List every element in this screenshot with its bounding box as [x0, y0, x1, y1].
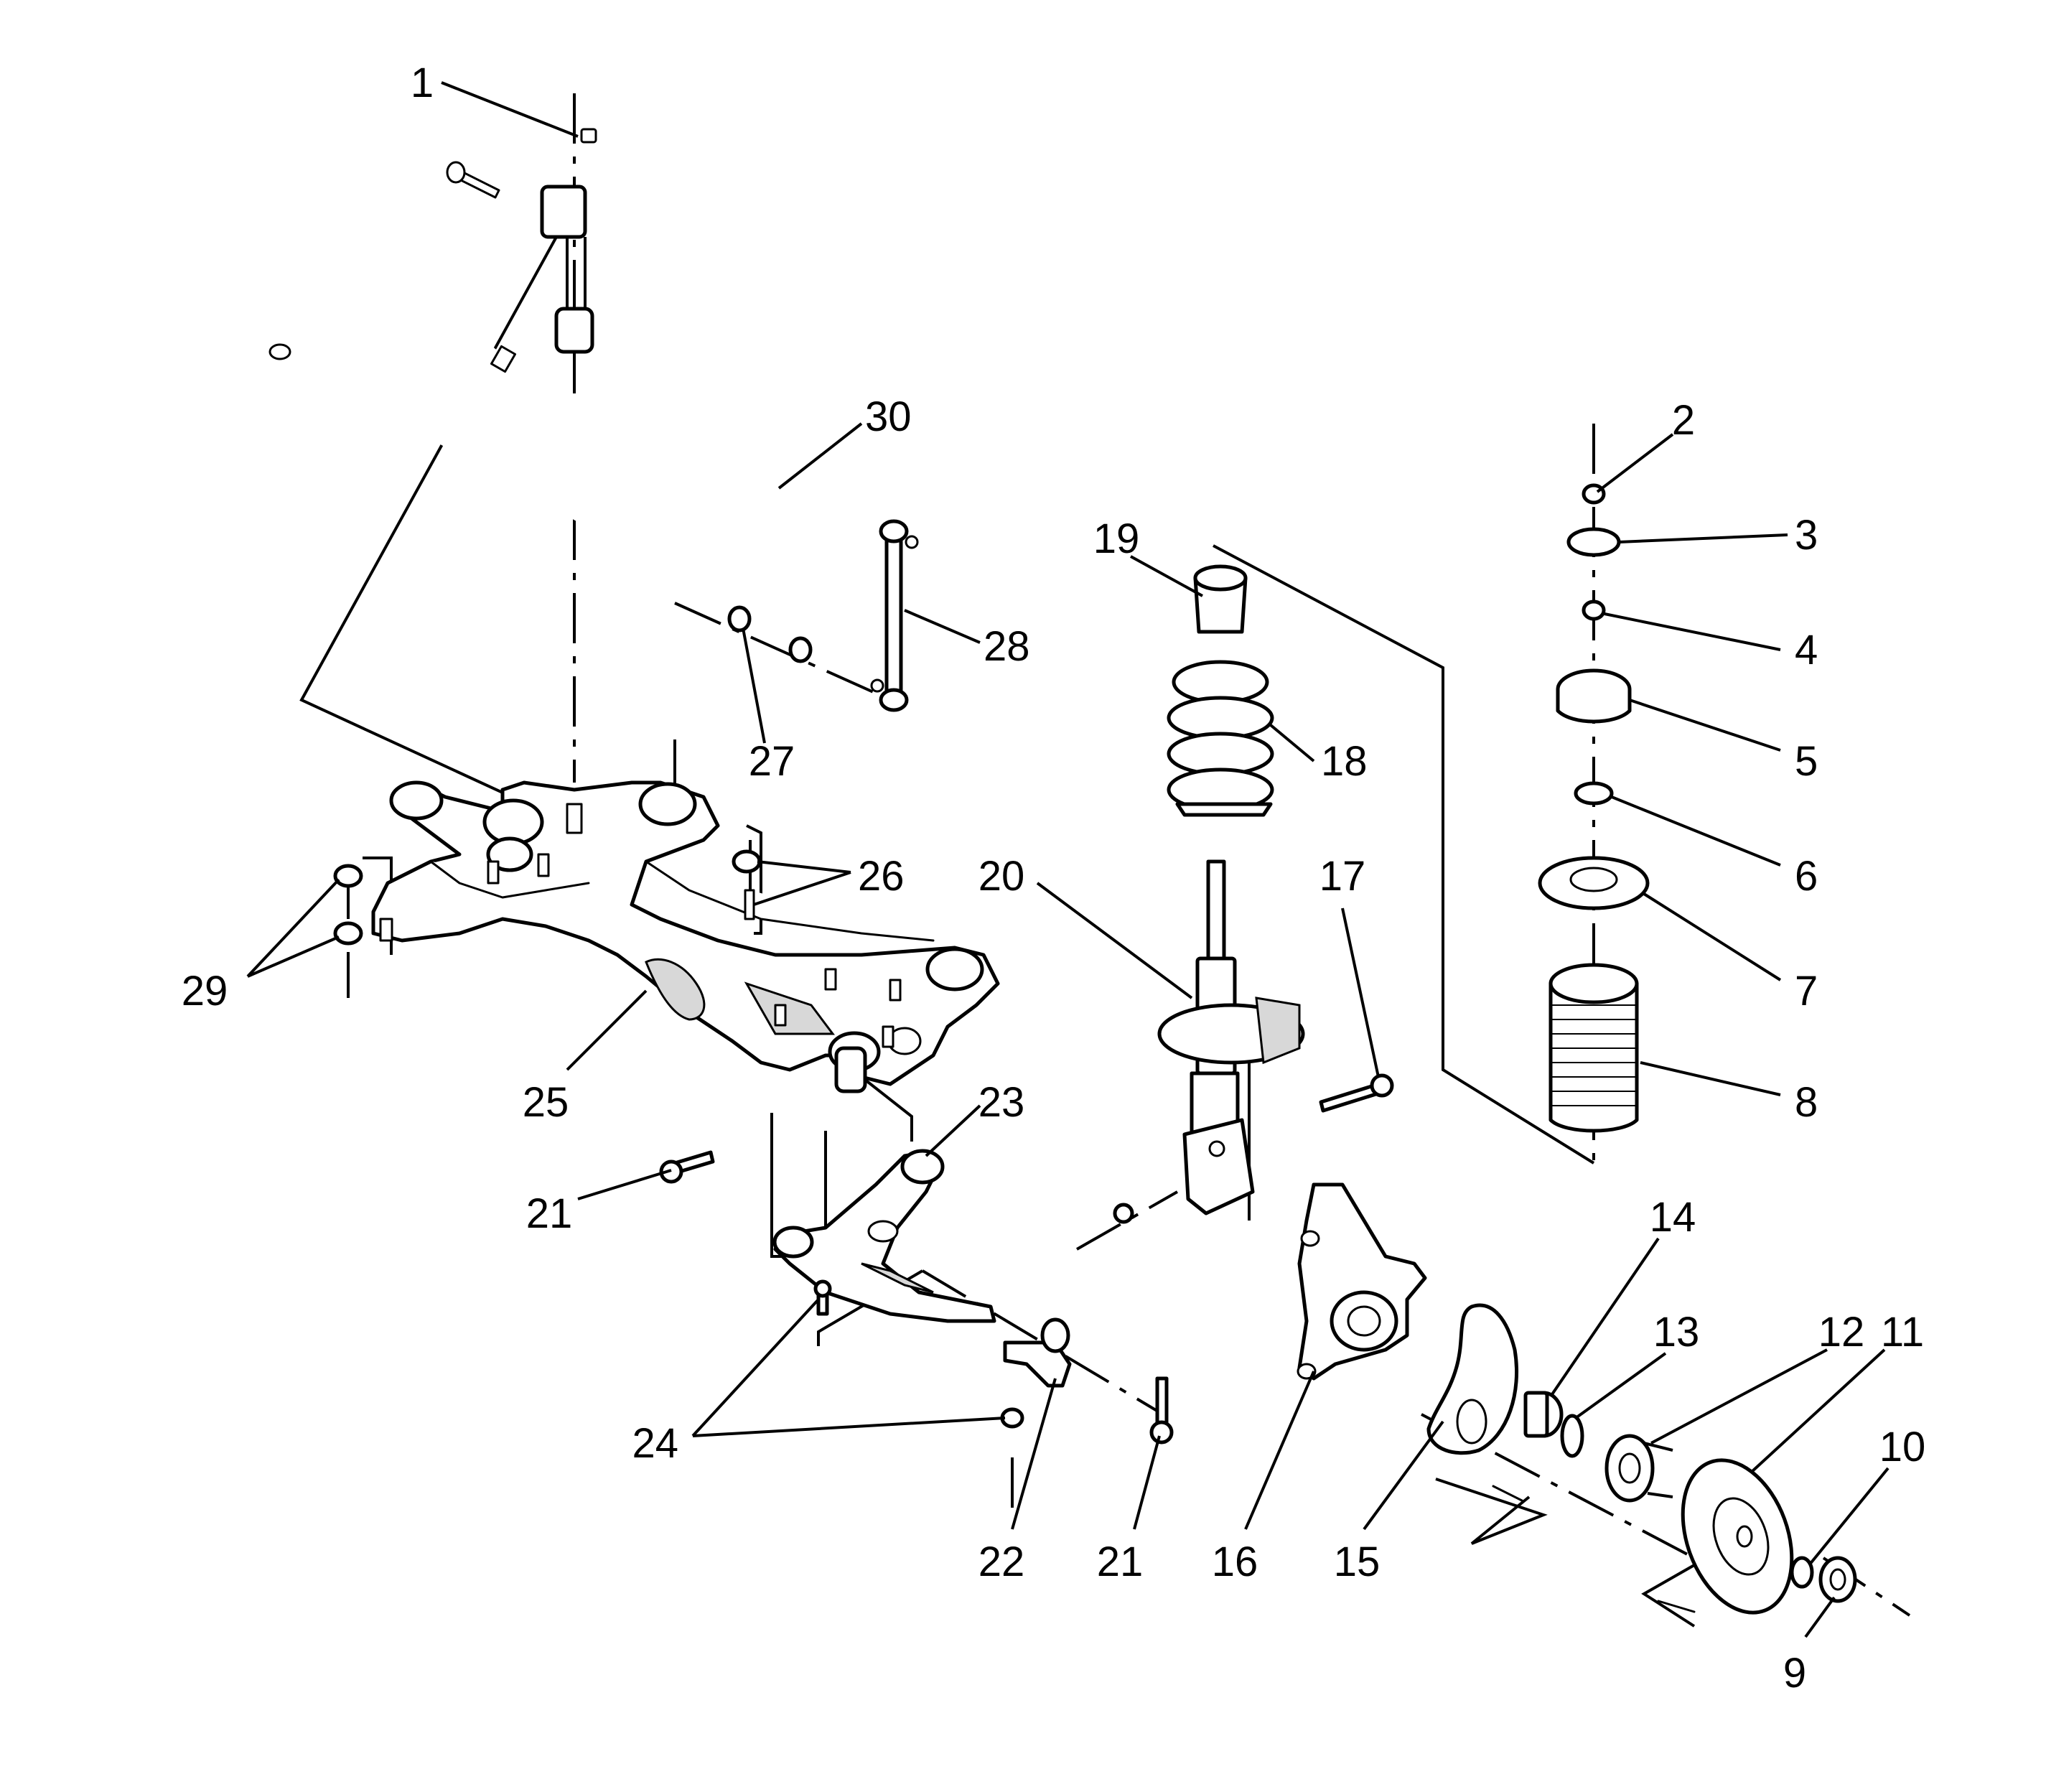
callout-2: 2	[1672, 397, 1695, 444]
callout-22: 22	[978, 1539, 1025, 1585]
callout-leaders	[246, 81, 1889, 1638]
wheel-hub	[1604, 1434, 1673, 1503]
callout-4: 4	[1795, 627, 1818, 673]
jounce-bumper	[1193, 564, 1248, 634]
callout-28: 28	[984, 623, 1030, 670]
ball-joint	[1000, 1317, 1072, 1429]
callout-11: 11	[1881, 1309, 1924, 1355]
callout-29: 29	[182, 968, 228, 1014]
strut-mount-stack	[1538, 483, 1650, 1133]
coil-spring	[1167, 660, 1274, 817]
callout-10: 10	[1879, 1424, 1926, 1470]
washers-26-29	[333, 849, 762, 946]
stabilizer-link	[727, 519, 919, 712]
brake-shield	[1426, 1303, 1519, 1455]
callout-18: 18	[1321, 738, 1368, 785]
brake-rotor	[1681, 1458, 1794, 1615]
callout-16: 16	[1212, 1539, 1258, 1585]
strut-assembly	[1157, 859, 1305, 1215]
wheel-bearing	[1523, 1391, 1584, 1458]
callout-15: 15	[1334, 1539, 1381, 1585]
steering-knuckle	[1297, 1182, 1427, 1381]
stabilizer-bushing-bracket	[446, 128, 597, 354]
callout-14: 14	[1650, 1194, 1696, 1241]
bolts	[659, 1073, 1696, 1613]
callout-7: 7	[1795, 968, 1818, 1014]
callout-12: 12	[1818, 1309, 1865, 1355]
hub-nut-washer	[1790, 1556, 1857, 1603]
callout-21a: 21	[526, 1190, 573, 1237]
callout-3: 3	[1795, 512, 1818, 559]
callout-13: 13	[1653, 1309, 1700, 1355]
callout-25: 25	[523, 1079, 569, 1126]
callout-17: 17	[1319, 853, 1366, 900]
callout-19: 19	[1093, 515, 1140, 562]
callout-21b: 21	[1097, 1539, 1144, 1585]
callout-6: 6	[1795, 853, 1818, 900]
callout-24: 24	[632, 1420, 678, 1467]
subframe	[371, 780, 1000, 1093]
callout-9: 9	[1783, 1650, 1806, 1697]
callout-30: 30	[865, 393, 912, 440]
callout-8: 8	[1795, 1079, 1818, 1126]
callout-5: 5	[1795, 738, 1818, 785]
callout-labels: 1 2 3 4 5 6 7 8 9 10 11 12 13 14 15 16 1…	[182, 60, 1926, 1697]
callout-23: 23	[978, 1079, 1025, 1126]
callout-1: 1	[411, 60, 434, 106]
callout-26: 26	[858, 853, 905, 900]
callout-20: 20	[978, 853, 1025, 900]
stabilizer-bar	[268, 297, 838, 654]
callout-27: 27	[749, 738, 795, 785]
